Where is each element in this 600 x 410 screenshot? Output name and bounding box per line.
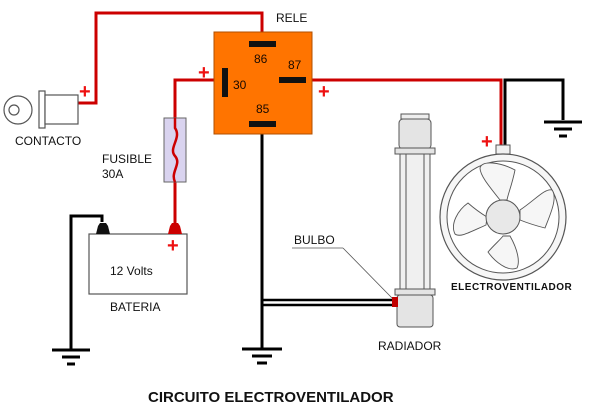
relay-pin-30-contact <box>222 68 228 97</box>
plus-sign-battery: + <box>167 235 179 257</box>
sensor-label: BULBO <box>294 233 335 247</box>
wire-contacto-to-86 <box>78 11 264 105</box>
fuse-element <box>171 118 179 183</box>
radiator <box>392 113 436 328</box>
battery-positive-terminal <box>168 223 182 234</box>
fan-blade-1 <box>479 162 516 201</box>
fan-label: ELECTROVENTILADOR <box>451 282 573 293</box>
fan-connector <box>495 144 511 155</box>
ground-symbol-fan <box>544 120 582 138</box>
relay-pin-87-label: 87 <box>288 58 302 72</box>
fuse-label-line2: 30A <box>102 167 123 181</box>
relay-pin-85-label: 85 <box>256 102 270 116</box>
battery-body <box>88 233 188 295</box>
fan-blade-2 <box>519 189 555 229</box>
fuse-label-line1: FUSIBLE <box>102 152 152 166</box>
wire-battery-negative <box>69 214 104 350</box>
plus-sign-fan: + <box>481 131 493 153</box>
fan-blade-3 <box>487 235 519 270</box>
plus-sign-pin30: + <box>198 62 210 84</box>
plus-sign-pin87: + <box>318 81 330 103</box>
fan-blade-4 <box>453 202 488 236</box>
radiator-core <box>399 153 431 291</box>
bulbo-sensor <box>392 297 398 307</box>
ground-symbol-battery <box>52 348 90 366</box>
radiator-upper-flange <box>394 147 436 155</box>
relay: 86 87 30 85 <box>213 31 313 135</box>
sensor-leader-line <box>342 247 393 299</box>
relay-pin-86-contact <box>249 41 276 47</box>
ignition-switch <box>3 90 79 129</box>
key-collar <box>38 90 46 129</box>
radiator-cap-top <box>400 113 430 120</box>
battery <box>88 223 188 295</box>
radiator-lower-tank <box>396 294 434 328</box>
relay-pin-30-label: 30 <box>233 78 247 92</box>
wire-87-to-fan <box>290 78 503 145</box>
ignition-label: CONTACTO <box>15 134 81 148</box>
key-hole <box>8 104 20 116</box>
key-barrel <box>44 94 79 125</box>
battery-label: BATERIA <box>110 300 160 314</box>
battery-negative-terminal <box>96 223 110 234</box>
relay-pin-86-label: 86 <box>254 52 268 66</box>
plus-sign-ignition: + <box>79 81 91 103</box>
fuse <box>163 117 187 183</box>
fan <box>439 144 567 281</box>
radiator-cap <box>398 118 432 150</box>
fan-hub <box>485 199 521 235</box>
radiator-label: RADIADOR <box>378 339 442 353</box>
ground-symbol-relay <box>242 347 282 365</box>
wire-fan-ground <box>503 78 565 145</box>
relay-pin-85-contact <box>249 121 276 127</box>
radiator-lower-flange <box>394 288 436 296</box>
battery-voltage: 12 Volts <box>110 264 153 278</box>
relay-label: RELE <box>276 11 307 25</box>
diagram-title: CIRCUITO ELECTROVENTILADOR <box>148 389 394 406</box>
relay-pin-87-contact <box>279 77 306 83</box>
